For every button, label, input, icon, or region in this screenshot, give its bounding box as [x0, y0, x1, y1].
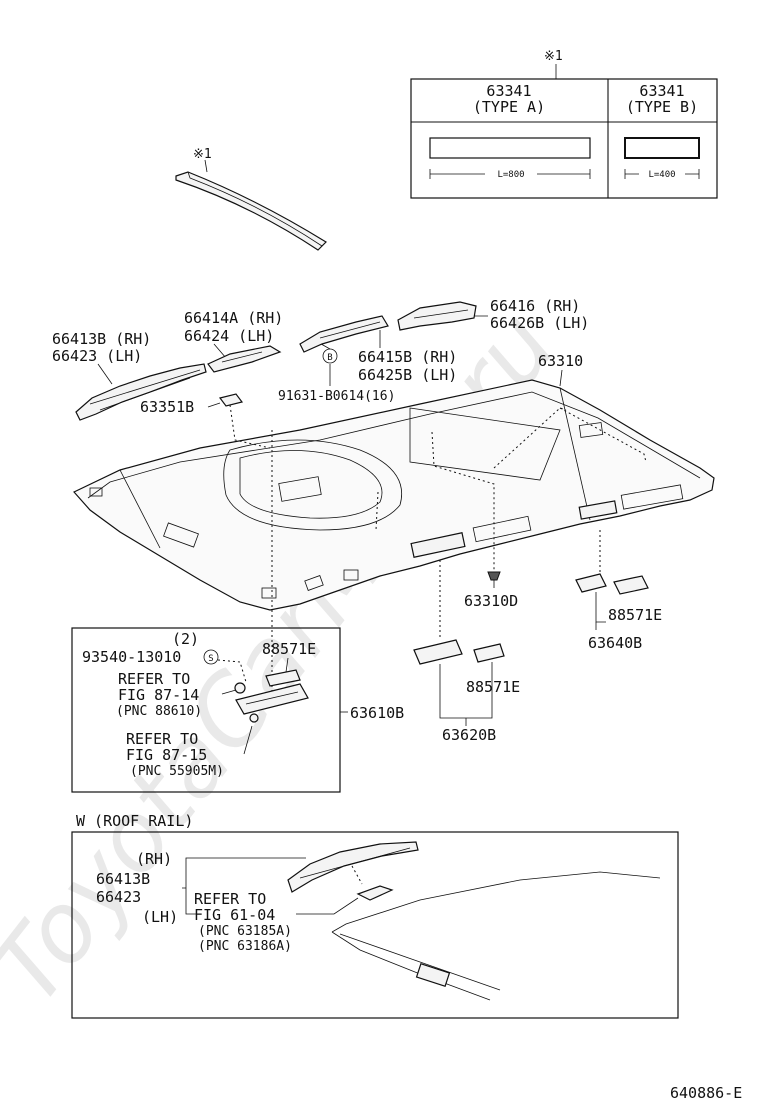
type-table: ※1 63341 (TYPE A) 63341 (TYPE B) L=800 L…	[410, 49, 718, 199]
rr-ref-line4: (PNC 63186A)	[198, 939, 292, 954]
label-66416-rh: 66416 (RH)	[490, 297, 580, 315]
label-88571E-right: 88571E	[608, 606, 662, 624]
label-63620B: 63620B	[442, 726, 496, 744]
type-a-length: L=800	[497, 170, 524, 180]
lamp-opening-rear	[578, 500, 618, 520]
lamp-88571E-right	[613, 575, 649, 595]
label-66425B-lh: 66425B (LH)	[358, 366, 457, 384]
rr-ref-line3: (PNC 63185A)	[198, 924, 292, 939]
screw-mark-text: S	[208, 654, 213, 664]
label-66423-lh: 66423 (LH)	[52, 347, 142, 365]
label-63610B: 63610B	[350, 704, 404, 722]
rr-rh: (RH)	[136, 850, 172, 868]
label-63640B: 63640B	[588, 634, 642, 652]
roof-rail-title: W (ROOF RAIL)	[76, 812, 193, 830]
trim-strip-part	[175, 171, 327, 251]
note-mark: ※1	[193, 147, 212, 162]
garnish-66414A	[207, 345, 282, 373]
clip-63310D	[487, 571, 501, 581]
headliner-63310	[73, 379, 715, 611]
rr-lamp-opening	[415, 962, 451, 988]
rr-ref-line2: FIG 61-04	[194, 906, 275, 924]
screw-mark	[203, 649, 219, 665]
type-a-part: 63341	[486, 82, 531, 100]
label-66424-lh: 66424 (LH)	[184, 327, 274, 345]
label-66426B-lh: 66426B (LH)	[490, 314, 589, 332]
inset-lamp-body	[235, 683, 309, 715]
figure-code: 640886-E	[670, 1084, 742, 1102]
rr-ref-line1: REFER TO	[194, 890, 266, 908]
label-66415B-rh: 66415B (RH)	[358, 348, 457, 366]
inset-screw-part	[234, 682, 246, 694]
inset-lamp-bulb	[265, 669, 301, 687]
lamp-opening-front	[410, 532, 466, 558]
inset-box	[71, 627, 341, 793]
table-mark: ※1	[544, 49, 563, 64]
rr-part1: 66413B	[96, 870, 150, 888]
label-91631: 91631-B0614(16)	[278, 389, 395, 404]
label-66413B-rh: 66413B (RH)	[52, 330, 151, 348]
inset-switch-part	[249, 713, 259, 723]
label-66414A-rh: 66414A (RH)	[184, 309, 283, 327]
label-88571E-mid: 88571E	[466, 678, 520, 696]
lamp-lens-63620B	[413, 639, 463, 665]
trim-66415B	[299, 315, 389, 353]
inset-screw: 93540-13010	[82, 648, 181, 666]
ref2-line3: (PNC 55905M)	[130, 764, 224, 779]
trim-66416	[397, 301, 477, 331]
inset-qty: (2)	[172, 630, 199, 648]
roof-rail-box	[71, 831, 679, 1019]
clip-63351B	[218, 393, 244, 407]
rr-part2: 66423	[96, 888, 141, 906]
lamp-88571E-mid	[473, 643, 505, 663]
ref2-line2: FIG 87-15	[126, 746, 207, 764]
label-63351B: 63351B	[140, 398, 194, 416]
type-b-length: L=400	[648, 170, 675, 180]
bolt-mark-text: B	[327, 353, 332, 363]
rr-lh: (LH)	[142, 908, 178, 926]
rr-clip	[356, 885, 394, 901]
ref2-line1: REFER TO	[126, 730, 198, 748]
ref1-line2: FIG 87-14	[118, 686, 199, 704]
lamp-lens-63640B	[575, 573, 607, 593]
type-b-label: (TYPE B)	[626, 98, 698, 116]
ref1-line1: REFER TO	[118, 670, 190, 688]
label-63310: 63310	[538, 352, 583, 370]
ref1-line3: (PNC 88610)	[116, 704, 202, 719]
inset-lamp-label: 88571E	[262, 640, 316, 658]
label-63310D: 63310D	[464, 592, 518, 610]
type-b-part: 63341	[639, 82, 684, 100]
type-a-label: (TYPE A)	[473, 98, 545, 116]
